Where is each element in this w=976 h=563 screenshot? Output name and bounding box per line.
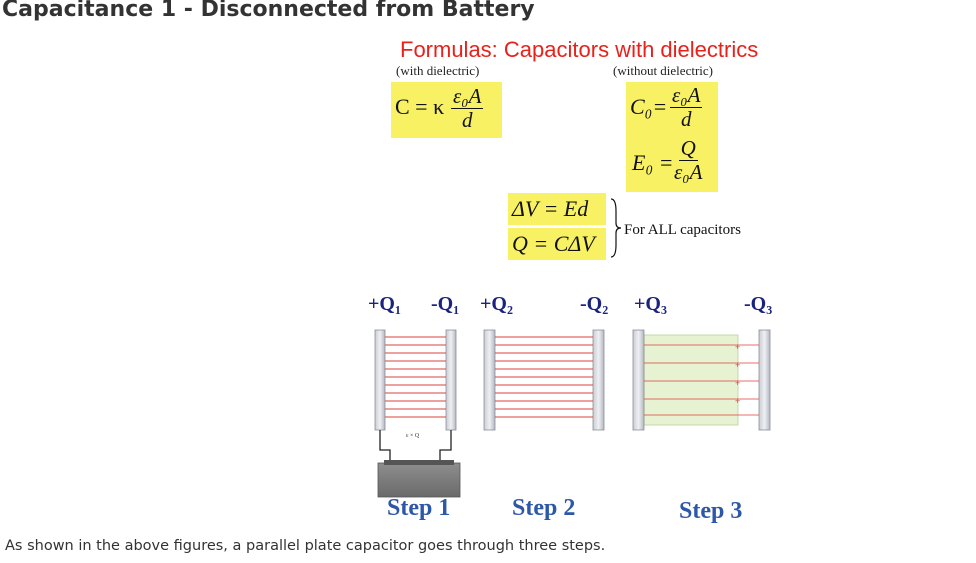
charge-label-q3-positive: +Q₃ bbox=[634, 293, 667, 315]
formula-c0-numerator: ε₀A bbox=[670, 83, 703, 108]
formulas-title: Formulas: Capacitors with dielectrics bbox=[400, 37, 759, 62]
formula-e0-numerator: Q bbox=[678, 136, 698, 161]
potential-formula: ΔV = Ed bbox=[508, 193, 606, 225]
without-dielectric-label: (without dielectric) bbox=[613, 63, 713, 78]
charge-label-q1-positive: +Q₁ bbox=[368, 293, 401, 315]
with-dielectric-label: (with dielectric) bbox=[396, 63, 480, 78]
capacitor-steps-diagram: ε × Q + + + + bbox=[374, 329, 771, 498]
page-title: Capacitance 1 - Disconnected from Batter… bbox=[2, 0, 535, 22]
formula-c-fraction: ε₀A d bbox=[451, 84, 484, 132]
charge-label-q2-negative: -Q₂ bbox=[580, 293, 609, 315]
capacitance-vacuum-formula: C₀= ε₀A d bbox=[626, 82, 718, 134]
formula-e0-lhs: E₀ = bbox=[632, 150, 674, 175]
step3-dielectric-slab bbox=[643, 334, 739, 426]
svg-text:+: + bbox=[735, 360, 740, 370]
step2-negative-plate bbox=[592, 329, 605, 431]
step1-label: Step 1 bbox=[387, 495, 451, 521]
step3-label: Step 3 bbox=[679, 498, 743, 524]
figure-caption: As shown in the above figures, a paralle… bbox=[5, 538, 606, 554]
charge-label-q1-negative: -Q₁ bbox=[431, 293, 460, 315]
formula-e0-denominator: ε₀A bbox=[674, 160, 703, 184]
field-vacuum-formula: E₀ = Q ε₀A bbox=[626, 134, 718, 192]
step3-positive-plate bbox=[632, 329, 645, 431]
charge-label-q3-negative: -Q₃ bbox=[744, 293, 773, 315]
formula-c0-denominator: d bbox=[680, 107, 692, 131]
battery-voltage-label: ε × Q bbox=[406, 433, 420, 439]
formula-c-denominator: d bbox=[461, 108, 473, 132]
charge-label-q2-positive: +Q₂ bbox=[480, 293, 513, 315]
svg-text:+: + bbox=[735, 342, 740, 352]
step1-field-lines bbox=[385, 336, 446, 418]
step2-positive-plate bbox=[483, 329, 496, 431]
step3-field-lines bbox=[644, 344, 759, 416]
step1-positive-plate bbox=[374, 329, 386, 431]
svg-text:+: + bbox=[735, 396, 740, 406]
all-capacitors-note: For ALL capacitors bbox=[624, 222, 741, 238]
battery bbox=[377, 462, 461, 498]
brace-icon bbox=[610, 198, 622, 258]
capacitance-dielectric-formula: C = κ ε₀A d bbox=[391, 82, 502, 138]
step2-capacitor bbox=[483, 329, 605, 431]
step3-negative-plate bbox=[758, 329, 771, 431]
formula-e0-fraction: Q ε₀A bbox=[674, 138, 702, 183]
step1-negative-plate bbox=[445, 329, 457, 431]
step2-field-lines bbox=[495, 336, 593, 418]
charge-formula: Q = CΔV bbox=[508, 228, 606, 260]
step1-capacitor: ε × Q bbox=[374, 329, 461, 498]
formula-c0-fraction: ε₀A d bbox=[670, 83, 703, 131]
formula-c-numerator: ε₀A bbox=[451, 84, 484, 109]
formula-c-lhs: C = κ bbox=[395, 94, 445, 119]
step2-label: Step 2 bbox=[512, 495, 576, 521]
formula-c0-lhs: C₀= bbox=[630, 94, 668, 119]
svg-text:+: + bbox=[735, 378, 740, 388]
step3-capacitor: + + + + bbox=[632, 329, 771, 431]
